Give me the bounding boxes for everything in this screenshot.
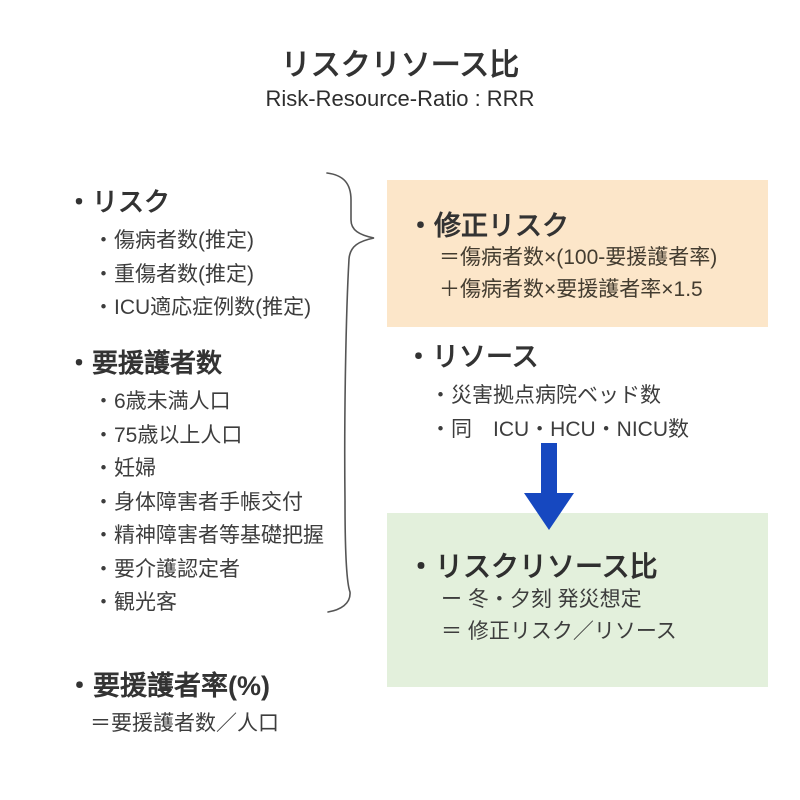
list-item: ・身体障害者手帳交付 <box>93 490 303 514</box>
rrr-heading: ・リスクリソース比 <box>407 551 658 582</box>
risk-heading: ・リスク <box>66 187 171 217</box>
modified-risk-heading: ・修正リスク <box>407 211 569 241</box>
down-arrow-icon <box>524 443 574 530</box>
list-item: ・重傷者数(推定) <box>93 262 254 286</box>
rrr-line1: ー 冬・夕刻 発災想定 <box>441 588 642 611</box>
vulnerable-people-items: ・6歳未満人口 ・75歳以上人口 ・妊婦 ・身体障害者手帳交付 ・精神障害者等基… <box>93 385 324 620</box>
resource-items: ・災害拠点病院ベッド数 ・同 ICU・HCU・NICU数 <box>430 379 689 447</box>
list-item: ・6歳未満人口 <box>93 390 231 413</box>
list-item: ・要介護認定者 <box>93 557 240 581</box>
vulnerable-people-heading: ・要援護者数 <box>66 348 223 378</box>
page-title: リスクリソース比 <box>280 49 520 82</box>
modified-risk-formula-line1: ＝傷病者数×(100-要援護者率) <box>439 246 718 269</box>
vulnerable-rate-formula: ＝要援護者数／人口 <box>90 712 279 735</box>
risk-section: ・リスク ・傷病者数(推定) ・重傷者数(推定) ・ICU適応症例数(推定) <box>66 186 311 325</box>
resource-heading: ・リソース <box>405 342 539 372</box>
modified-risk-formula-line2: ＋傷病者数×要援護者率×1.5 <box>439 278 703 301</box>
curly-brace-icon <box>326 172 375 613</box>
risk-resource-ratio-box: ・リスクリソース比 ー 冬・夕刻 発災想定 ＝ 修正リスク／リソース <box>387 513 768 687</box>
list-item: ・同 ICU・HCU・NICU数 <box>430 418 689 441</box>
list-item: ・75歳以上人口 <box>93 423 243 447</box>
modified-risk-box: ・修正リスク ＝傷病者数×(100-要援護者率) ＋傷病者数×要援護者率×1.5 <box>387 180 768 327</box>
list-item: ・傷病者数(推定) <box>93 229 254 252</box>
list-item: ・観光客 <box>93 591 177 614</box>
rrr-line2: ＝ 修正リスク／リソース <box>441 620 677 643</box>
page-subtitle: Risk-Resource-Ratio : RRR <box>265 86 535 111</box>
list-item: ・ICU適応症例数(推定) <box>93 296 312 319</box>
vulnerable-people-section: ・要援護者数 ・6歳未満人口 ・75歳以上人口 ・妊婦 ・身体障害者手帳交付 ・… <box>66 347 324 620</box>
vulnerable-rate-section: ・要援護者率(%) ＝要援護者数／人口 <box>66 669 279 739</box>
list-item: ・妊婦 <box>93 457 156 480</box>
vulnerable-rate-heading: ・要援護者率(%) <box>66 671 270 701</box>
list-item: ・精神障害者等基礎把握 <box>93 524 324 547</box>
resource-section: ・リソース ・災害拠点病院ベッド数 ・同 ICU・HCU・NICU数 <box>405 341 689 447</box>
list-item: ・災害拠点病院ベッド数 <box>430 384 661 407</box>
risk-items: ・傷病者数(推定) ・重傷者数(推定) ・ICU適応症例数(推定) <box>93 224 311 325</box>
